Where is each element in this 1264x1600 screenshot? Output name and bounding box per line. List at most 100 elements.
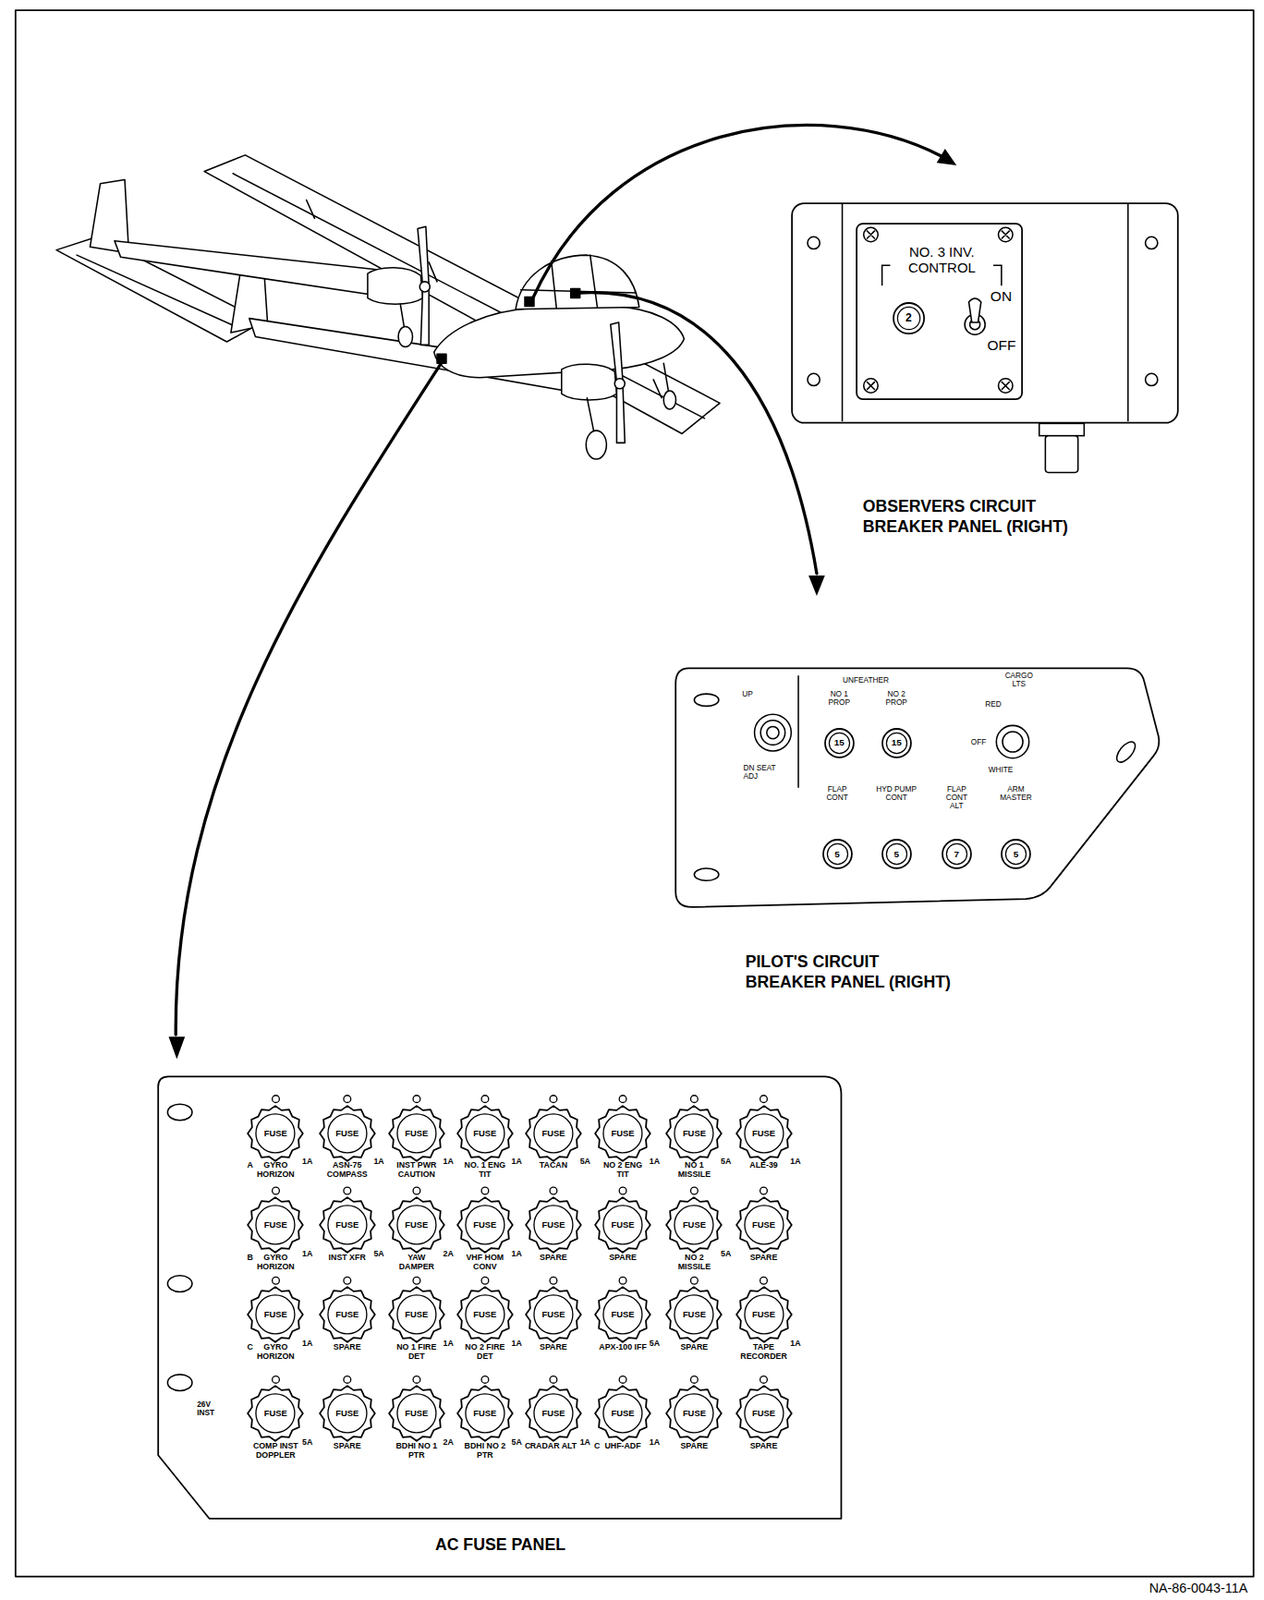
fuse-knurl: [457, 1386, 513, 1443]
panel-title: AC FUSE PANEL: [398, 1536, 603, 1556]
fuse-cap-label: FUSE: [264, 1310, 288, 1321]
fuselage-pod: [434, 305, 685, 377]
fuse-cap-label: FUSE: [541, 1128, 565, 1139]
breaker-button: [886, 844, 907, 865]
fuse-label: COMP INST DOPPLER: [251, 1442, 301, 1461]
fuse-cap-label: FUSE: [611, 1220, 635, 1231]
outline-group: [856, 223, 1022, 400]
fuse-holder: FUSEAGYRO HORIZON1A: [246, 1105, 304, 1163]
fuse-holder: FUSEAPX-100 IFF5A: [594, 1286, 652, 1344]
circuit-breaker: NO 2 PROP15: [882, 729, 912, 758]
fuse-cap: [328, 1205, 367, 1245]
outline-group: [319, 1197, 376, 1253]
fuse-holder: FUSESPARE: [735, 1196, 793, 1254]
fuse-rating: 1A: [790, 1157, 801, 1167]
fuse-cap-label: FUSE: [404, 1310, 428, 1321]
outline-group: [525, 1106, 582, 1162]
plate-ear-line: [1127, 204, 1130, 422]
mounting-slot: [1113, 739, 1139, 766]
fuse-knurl: [595, 1386, 651, 1443]
fuse-label: INST PWR CAUTION: [391, 1161, 441, 1180]
connector: [1039, 423, 1085, 436]
outline-group: [676, 668, 1160, 909]
fuse-holder: FUSENO 1 FIRE DET1A: [388, 1286, 446, 1344]
fuse-knurl: [667, 1287, 723, 1343]
outline-group: [893, 303, 924, 334]
fuse-cap: [255, 1205, 295, 1245]
outline-group: [736, 1386, 792, 1443]
figure-number: NA-86-0043-11A: [1149, 1581, 1249, 1595]
fuse-position-letter: A: [246, 1161, 253, 1171]
fuse-rating: 1A: [580, 1438, 591, 1448]
fuse-knurl: [595, 1106, 651, 1162]
fuse-label: GYRO HORIZON: [251, 1253, 301, 1273]
pilot-outline: [673, 665, 1162, 911]
pilot-panel-details: [693, 675, 1139, 881]
breaker-rating: 5: [893, 849, 900, 860]
mounting-hole: [807, 236, 820, 249]
fuse-holder: FUSESPARE: [665, 1385, 723, 1443]
indicator-lamp: [413, 1276, 421, 1285]
fuse-holder: FUSETACAN5A: [524, 1105, 583, 1163]
switch-position: UP: [741, 690, 753, 699]
mounting-slot: [693, 868, 719, 881]
fuse-knurl: [595, 1287, 651, 1343]
cargo-light-switch: [1002, 731, 1023, 753]
circuit-breaker: HYD PUMP CONT5: [882, 839, 912, 869]
indicator-lamp: [549, 1095, 558, 1104]
outline-group: [319, 1106, 376, 1162]
fuse-knurl: [319, 1197, 376, 1253]
breaker-button: [826, 844, 848, 865]
fuse-knurl: [319, 1386, 376, 1443]
breaker-label: FLAP CONT ALT: [941, 785, 973, 812]
arrowhead: [808, 575, 826, 596]
propeller-hub: [614, 378, 625, 389]
plate-outline: [856, 223, 1022, 400]
fuse-label: SPARE: [528, 1343, 578, 1353]
outline-group: [388, 1287, 445, 1343]
indicator-lamp: [549, 1187, 558, 1195]
fuse-cap: [465, 1205, 505, 1245]
fuse-rating: 5A: [511, 1438, 523, 1448]
fuse-label: SPARE: [739, 1253, 789, 1264]
breaker-rating: 7: [954, 849, 961, 860]
fuse-cap-label: FUSE: [264, 1409, 288, 1420]
fuse-cap-label: FUSE: [404, 1220, 428, 1231]
propeller-blade: [417, 226, 429, 286]
indicator-lamp: [691, 1376, 699, 1385]
fuse-knurl: [248, 1386, 304, 1443]
toggle-switch-lever: [969, 298, 982, 323]
breaker-outline: [893, 303, 924, 334]
outline-group: [319, 1386, 376, 1443]
canopy: [515, 255, 640, 310]
fuse-knurl: [319, 1106, 376, 1162]
outline-group: [525, 1287, 582, 1343]
fuse-label: NO 1 MISSILE: [669, 1161, 719, 1180]
fuse-cap: [465, 1394, 505, 1434]
indicator-lamp: [481, 1376, 489, 1385]
fuse-cap: [328, 1114, 367, 1154]
fuse-label: BDHI NO 1 PTR: [391, 1442, 441, 1461]
outline-group: [882, 729, 912, 758]
outline-group: [248, 1386, 304, 1443]
fuse-cap-label: FUSE: [611, 1409, 635, 1420]
breaker-rating: 5: [834, 849, 840, 860]
switch-label: CARGO LTS: [998, 671, 1040, 690]
pointer-arrow: [175, 363, 441, 1035]
mounting-slot: [167, 1276, 193, 1293]
breaker-outline: [942, 839, 972, 869]
fuse-holder: FUSESPARE: [524, 1286, 583, 1344]
breaker-outline: [882, 729, 912, 758]
fuse-cap-label: FUSE: [335, 1220, 359, 1231]
indicator-lamp: [760, 1276, 768, 1285]
fuse-cap: [328, 1394, 367, 1434]
fuse-label: NO 2 FIRE DET: [460, 1343, 510, 1362]
fuse-position-letter: C: [524, 1442, 531, 1452]
outline-group: [388, 1386, 445, 1443]
mounting-hole: [807, 373, 820, 386]
fuse-knurl: [736, 1197, 792, 1253]
pointer-arrow: [579, 292, 817, 574]
breaker-rating: 15: [891, 738, 902, 749]
landing-gear: [663, 363, 669, 393]
fuse-label: INST XFR: [322, 1253, 372, 1264]
